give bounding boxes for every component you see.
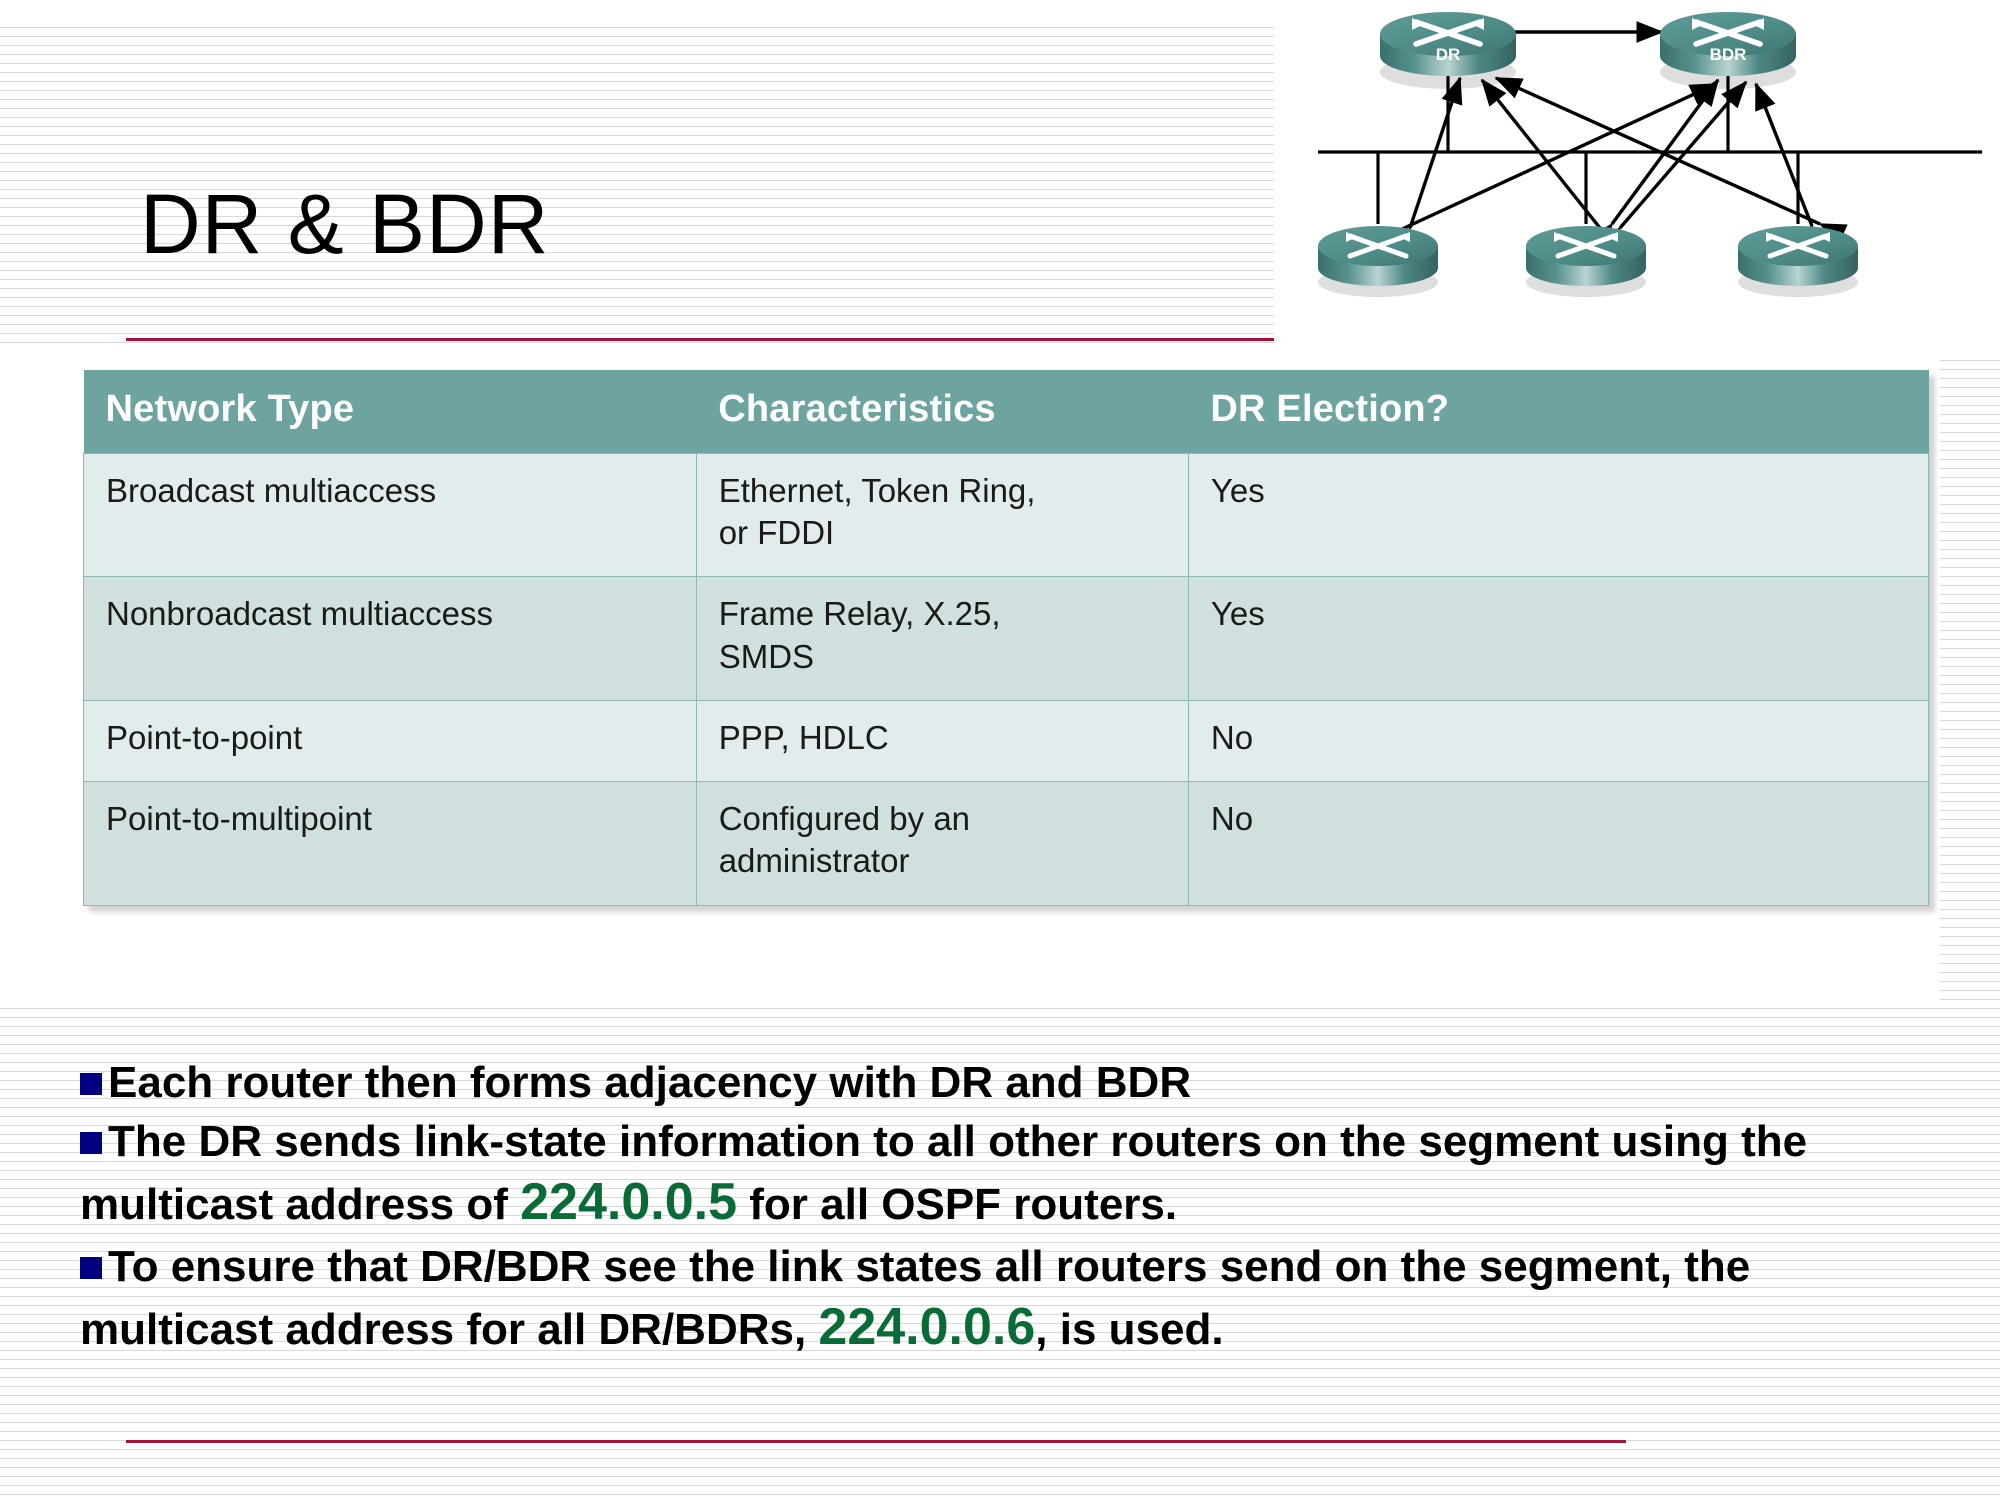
bullet-square-icon — [80, 1132, 102, 1155]
bullet-text-run: The DR sends link-state information to a… — [80, 1117, 1808, 1229]
footer-divider-rule — [126, 1440, 1626, 1443]
router-bdr-label: BDR — [1710, 45, 1747, 64]
cell-dr-election: Yes — [1187, 576, 1930, 701]
cell-characteristics: PPP, HDLC — [695, 699, 1189, 783]
column-header-characteristics: Characteristics — [696, 370, 1189, 454]
network-types-table-wrapper: Network Type Characteristics DR Election… — [83, 370, 1930, 906]
cell-characteristics-line2: SMDS — [718, 637, 815, 675]
bullet-text-run: Each router then forms adjacency with DR… — [108, 1058, 1192, 1107]
bullet-body: Each router then forms adjacency with DR… — [80, 1055, 1940, 1364]
bullet-item: Each router then forms adjacency with DR… — [80, 1055, 1940, 1110]
column-header-network-type: Network Type — [83, 370, 697, 454]
cell-characteristics-line1: Ethernet, Token Ring, — [718, 472, 1036, 509]
multicast-address: 224.0.0.6 — [818, 1297, 1036, 1356]
cell-network-type: Point-to-multipoint — [83, 781, 697, 906]
table-body: Broadcast multiaccess Ethernet, Token Ri… — [83, 452, 1930, 906]
cell-characteristics: Configured by an administrator — [695, 781, 1189, 906]
title-divider-rule — [126, 338, 1274, 341]
bullet-text: Each router then forms adjacency with DR… — [108, 1058, 1191, 1107]
cell-characteristics: Frame Relay, X.25, SMDS — [695, 576, 1189, 701]
multicast-address: 224.0.0.5 — [520, 1172, 738, 1231]
cell-network-type: Broadcast multiaccess — [83, 452, 697, 578]
bullet-text: To ensure that DR/BDR see the link state… — [80, 1242, 1751, 1356]
router-c — [1738, 226, 1858, 297]
column-header-dr-election: DR Election? — [1188, 370, 1929, 454]
cell-characteristics-line1: Frame Relay, X.25, — [718, 595, 1001, 633]
cell-characteristics-line2: administrator — [718, 842, 910, 880]
network-types-table: Network Type Characteristics DR Election… — [83, 370, 1930, 906]
cell-dr-election: No — [1187, 699, 1930, 783]
page-title: DR & BDR — [140, 177, 550, 271]
table-row: Nonbroadcast multiaccess Frame Relay, X.… — [83, 576, 1930, 701]
bullet-text-run: To ensure that DR/BDR see the link state… — [80, 1242, 1751, 1354]
router-b — [1526, 226, 1646, 297]
bullet-text: The DR sends link-state information to a… — [80, 1117, 1808, 1231]
cell-characteristics-line1: Configured by an — [718, 800, 971, 838]
bullet-item: The DR sends link-state information to a… — [80, 1114, 1940, 1235]
bullet-text-run: , is used. — [1035, 1304, 1224, 1354]
cell-network-type: Nonbroadcast multiaccess — [83, 576, 697, 701]
table-left-white-gutter — [0, 345, 62, 1005]
bullet-square-icon — [80, 1073, 102, 1095]
adjacency-arrows — [1372, 21, 1848, 256]
cell-characteristics-line1: PPP, HDLC — [718, 718, 889, 756]
router-dr: DR — [1380, 12, 1516, 89]
router-a — [1318, 226, 1438, 297]
bullet-item: To ensure that DR/BDR see the link state… — [80, 1239, 1940, 1360]
bullet-square-icon — [80, 1257, 102, 1280]
table-row: Point-to-multipoint Configured by an adm… — [83, 781, 1930, 906]
table-row: Point-to-point PPP, HDLC No — [83, 699, 1930, 783]
ospf-topology-diagram: DR BDR — [1300, 0, 2000, 332]
cell-dr-election: No — [1187, 781, 1930, 906]
cell-characteristics-line2: or FDDI — [718, 514, 835, 552]
router-bdr: BDR — [1660, 12, 1796, 89]
bullet-text-run: for all OSPF routers. — [737, 1179, 1178, 1229]
router-dr-label: DR — [1436, 45, 1461, 64]
table-row: Broadcast multiaccess Ethernet, Token Ri… — [83, 452, 1930, 578]
cell-dr-election: Yes — [1187, 452, 1930, 578]
cell-network-type: Point-to-point — [83, 699, 697, 783]
table-header-row: Network Type Characteristics DR Election… — [83, 370, 1929, 454]
cell-characteristics: Ethernet, Token Ring, or FDDI — [695, 452, 1189, 578]
